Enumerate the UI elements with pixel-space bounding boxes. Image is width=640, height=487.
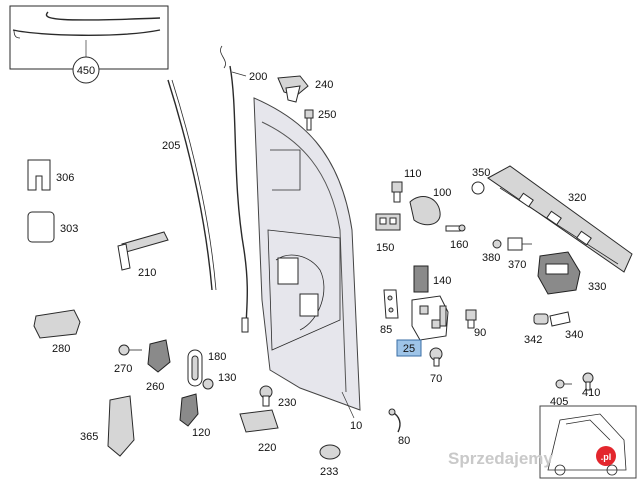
part-365-trim: [107, 395, 135, 457]
watermark-text: Sprzedajemy: [448, 449, 553, 468]
part-303-pad: [27, 211, 55, 243]
label-205: 205: [162, 140, 180, 152]
part-233-cap: [319, 444, 341, 460]
label-240: 240: [315, 79, 333, 91]
part-380-clip: [492, 239, 502, 249]
part-260-latch: [147, 339, 171, 373]
label-450: 450: [77, 65, 95, 77]
label-130: 130: [218, 372, 236, 384]
label-160: 160: [450, 239, 468, 251]
label-340: 340: [565, 329, 583, 341]
watermark: Sprzedajemy .pl: [448, 446, 616, 468]
part-160-pin: [445, 224, 466, 232]
part-405-screw: [555, 379, 572, 389]
label-233: 233: [320, 466, 338, 478]
part-320-handle-bar: [487, 165, 633, 273]
part-25-hinge: [411, 295, 449, 341]
part-80-rod-end: [388, 408, 401, 433]
label-280: 280: [52, 343, 70, 355]
label-370: 370: [508, 259, 526, 271]
watermark-badge: [596, 446, 616, 466]
part-350-cap: [471, 181, 485, 195]
label-140: 140: [433, 275, 451, 287]
callout-25-highlight: [396, 339, 422, 357]
label-303: 303: [60, 223, 78, 235]
door-shell: [253, 97, 361, 419]
label-260: 260: [146, 381, 164, 393]
label-220: 220: [258, 442, 276, 454]
label-150: 150: [376, 242, 394, 254]
vehicle-thumbnail: [539, 405, 637, 479]
part-205-strip: [167, 79, 217, 291]
part-340-lens: [549, 311, 571, 327]
label-410: 410: [582, 387, 600, 399]
label-350: 350: [472, 167, 490, 179]
label-306: 306: [56, 172, 74, 184]
part-110-screw: [391, 181, 403, 203]
label-230: 230: [278, 397, 296, 409]
part-210-channel: [117, 231, 169, 271]
part-180-grommet: [187, 349, 203, 387]
label-320: 320: [568, 192, 586, 204]
label-250: 250: [318, 109, 336, 121]
part-70-bolt: [429, 347, 443, 367]
label-100: 100: [433, 187, 451, 199]
part-140-bracket: [413, 265, 429, 293]
label-270: 270: [114, 363, 132, 375]
part-370-connector: [507, 237, 532, 251]
part-450-inset: [9, 5, 169, 84]
label-330: 330: [588, 281, 606, 293]
part-240-bracket: [277, 75, 309, 103]
part-90-screw: [465, 309, 477, 329]
label-70: 70: [430, 373, 442, 385]
label-110: 110: [404, 168, 422, 180]
part-120-inner-handle: [179, 393, 199, 427]
part-306-clip: [27, 159, 51, 191]
part-342-bulb: [533, 313, 549, 325]
part-280-cover: [33, 309, 81, 339]
label-85: 85: [380, 324, 392, 336]
part-130-nut: [202, 378, 214, 390]
label-25: 25: [403, 343, 415, 355]
label-380: 380: [482, 252, 500, 264]
part-150-plate: [375, 213, 401, 231]
part-220-plate: [239, 409, 279, 433]
callout-450-circle: [72, 56, 100, 84]
watermark-suffix: .pl: [601, 452, 612, 462]
label-210: 210: [138, 267, 156, 279]
label-90: 90: [474, 327, 486, 339]
label-120: 120: [192, 427, 210, 439]
label-200: 200: [249, 71, 267, 83]
label-80: 80: [398, 435, 410, 447]
label-405: 405: [550, 396, 568, 408]
part-230-bolt: [259, 385, 273, 407]
part-330-lock: [537, 251, 581, 295]
label-365: 365: [80, 431, 98, 443]
part-100-handle: [409, 196, 441, 226]
label-180: 180: [208, 351, 226, 363]
part-200-rod: [220, 45, 249, 333]
label-10: 10: [350, 420, 362, 432]
label-342: 342: [524, 334, 542, 346]
part-270-screw: [118, 344, 142, 356]
part-250-bolt: [304, 109, 314, 131]
part-85-plate: [383, 289, 399, 319]
part-410-screw: [582, 372, 594, 391]
